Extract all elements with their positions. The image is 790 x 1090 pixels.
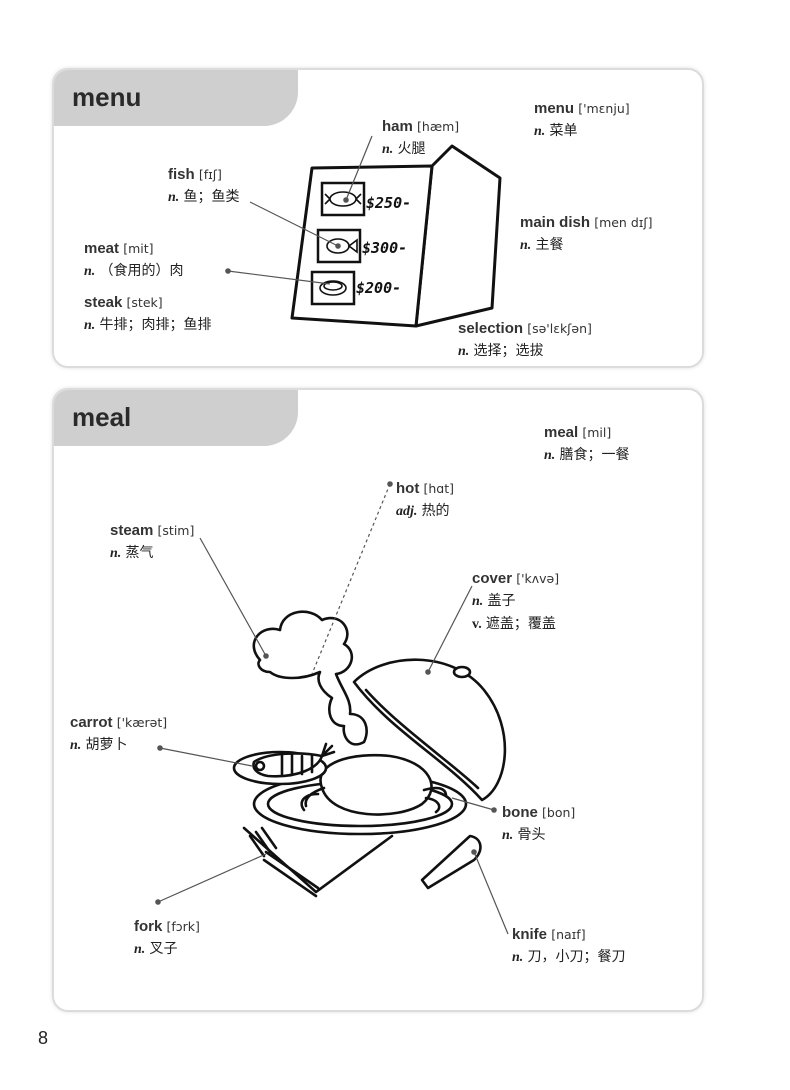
phonetic: [men dɪʃ] (594, 215, 653, 230)
entry-selection: selection [sə'lɛkʃən] n. 选择；选拔 (458, 318, 592, 363)
phonetic: ['kærət] (116, 715, 168, 730)
entry-ham: ham [hæm] n. 火腿 (382, 116, 459, 161)
definition: 热的 (421, 503, 450, 519)
definition: 叉子 (149, 941, 178, 957)
part-of-speech: n. (458, 344, 470, 359)
price-1: $250- (366, 194, 411, 212)
price-2: $300- (362, 239, 407, 257)
part-of-speech: n. (134, 942, 146, 957)
entry-fork: fork [fɔrk] n. 叉子 (134, 916, 200, 961)
definition: 胡萝卜 (85, 737, 128, 753)
part-of-speech: n. (534, 124, 546, 139)
definition: 鱼；鱼类 (183, 189, 240, 205)
word: menu (534, 100, 575, 117)
section-tab-meal: meal (54, 390, 298, 446)
definition: 蒸气 (125, 545, 154, 561)
definition: 膳食；一餐 (559, 447, 630, 463)
word: selection (458, 320, 524, 337)
phonetic: [hæm] (417, 119, 460, 134)
entry-knife: knife [naɪf] n. 刀，小刀；餐刀 (512, 924, 625, 969)
definition: （食用的）肉 (99, 263, 184, 279)
entry-bone: bone [bon] n. 骨头 (502, 802, 575, 847)
menu-illustration: $250- $300- $200- (225, 135, 502, 328)
definition: 骨头 (517, 827, 546, 843)
definition: 选择；选拔 (473, 343, 544, 359)
word: meal (544, 424, 579, 441)
part-of-speech: n. (84, 264, 96, 279)
word: knife (512, 926, 548, 943)
definition: 菜单 (549, 123, 578, 139)
word: ham (382, 118, 413, 135)
entry-main-dish: main dish [men dɪʃ] n. 主餐 (520, 212, 652, 257)
part-of-speech: adj. (396, 504, 418, 519)
entry-hot: hot [hɑt] adj. 热的 (396, 478, 454, 523)
part-of-speech: n. (502, 828, 514, 843)
part-of-speech-2: v. (472, 617, 482, 632)
word: meat (84, 240, 120, 257)
word: steak (84, 294, 123, 311)
menu-panel: menu $250- $300- $200- (52, 68, 704, 368)
part-of-speech: n. (520, 238, 532, 253)
definition: 盖子 (487, 593, 516, 609)
phonetic: [mit] (123, 241, 154, 256)
part-of-speech: n. (168, 190, 180, 205)
part-of-speech: n. (70, 738, 82, 753)
part-of-speech: n. (84, 318, 96, 333)
entry-steam: steam [stim] n. 蒸气 (110, 520, 194, 565)
phonetic: ['kʌvə] (516, 571, 560, 586)
part-of-speech: n. (544, 448, 556, 463)
entry-steak: steak [stek] n. 牛排；肉排；鱼排 (84, 292, 211, 337)
entry-cover: cover ['kʌvə] n. 盖子 v. 遮盖；覆盖 (472, 568, 559, 636)
meal-panel: meal (52, 388, 704, 1012)
entry-meal: meal [mil] n. 膳食；一餐 (544, 422, 629, 467)
word: carrot (70, 714, 113, 731)
word: bone (502, 804, 538, 821)
phonetic: [hɑt] (423, 481, 455, 496)
phonetic: ['mɛnju] (578, 101, 630, 116)
phonetic: [stim] (157, 523, 195, 538)
meal-illustration (155, 481, 509, 935)
definition-2: 遮盖；覆盖 (485, 616, 556, 632)
phonetic: [fɪʃ] (198, 167, 222, 182)
entry-carrot: carrot ['kærət] n. 胡萝卜 (70, 712, 167, 757)
phonetic: [bon] (542, 805, 576, 820)
phonetic: [fɔrk] (166, 919, 200, 934)
word: fork (134, 918, 163, 935)
price-3: $200- (356, 279, 401, 297)
word: main dish (520, 214, 591, 231)
definition: 火腿 (397, 141, 426, 157)
section-title: menu (72, 82, 142, 112)
section-title: meal (72, 402, 132, 432)
entry-meat: meat [mit] n. （食用的）肉 (84, 238, 183, 283)
entry-menu: menu ['mɛnju] n. 菜单 (534, 98, 630, 143)
phonetic: [naɪf] (551, 927, 586, 942)
word: fish (168, 166, 195, 183)
part-of-speech: n. (382, 142, 394, 157)
page-number: 8 (38, 1028, 49, 1048)
entry-fish: fish [fɪʃ] n. 鱼；鱼类 (168, 164, 239, 209)
phonetic: [stek] (126, 295, 163, 310)
definition: 刀，小刀；餐刀 (527, 949, 626, 965)
section-tab-menu: menu (54, 70, 298, 126)
word: cover (472, 570, 513, 587)
word: steam (110, 522, 154, 539)
part-of-speech: n. (110, 546, 122, 561)
word: hot (396, 480, 420, 497)
part-of-speech: n. (512, 950, 524, 965)
definition: 牛排；肉排；鱼排 (99, 317, 212, 333)
phonetic: [sə'lɛkʃən] (527, 321, 592, 336)
definition: 主餐 (535, 237, 564, 253)
phonetic: [mil] (582, 425, 612, 440)
part-of-speech: n. (472, 594, 484, 609)
